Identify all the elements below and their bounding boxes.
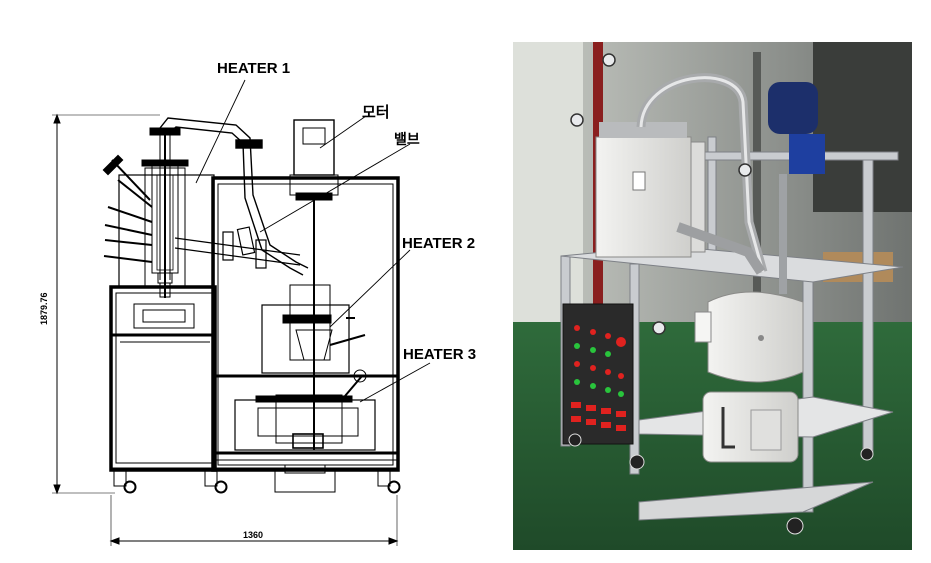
height-dimension-line	[52, 113, 160, 495]
pressure-gauges	[570, 53, 752, 335]
wheels	[110, 467, 401, 494]
height-dimension-value: 1879.76	[39, 292, 49, 325]
heater3-unit	[702, 391, 799, 463]
control-panel	[562, 303, 634, 445]
main-frame	[211, 176, 400, 472]
heater1-unit	[595, 122, 706, 258]
heater2-box	[261, 284, 366, 374]
valve-pipe	[174, 226, 301, 269]
left-cabinet	[109, 285, 217, 472]
casters	[568, 433, 874, 535]
top-pipe	[159, 117, 309, 276]
heater1-label: HEATER 1	[217, 60, 290, 77]
heater2-unit	[694, 291, 804, 383]
heater2-label: HEATER 2	[402, 235, 475, 252]
valve-label: 밸브	[394, 131, 420, 147]
leader-lines	[195, 79, 431, 403]
equipment-photo	[513, 42, 912, 550]
width-dimension-value: 1360	[243, 530, 263, 540]
heater1-box	[118, 127, 215, 298]
technical-drawing: HEATER 1 모터 밸브 HEATER 2 HEATER 3 1879.76…	[39, 60, 476, 546]
width-dimension-line	[109, 495, 399, 546]
motor-label: 모터	[362, 104, 390, 121]
heater3-box	[234, 369, 376, 493]
motor-unit	[768, 82, 825, 294]
heater3-label: HEATER 3	[403, 346, 476, 363]
heater1-probes	[102, 154, 153, 263]
